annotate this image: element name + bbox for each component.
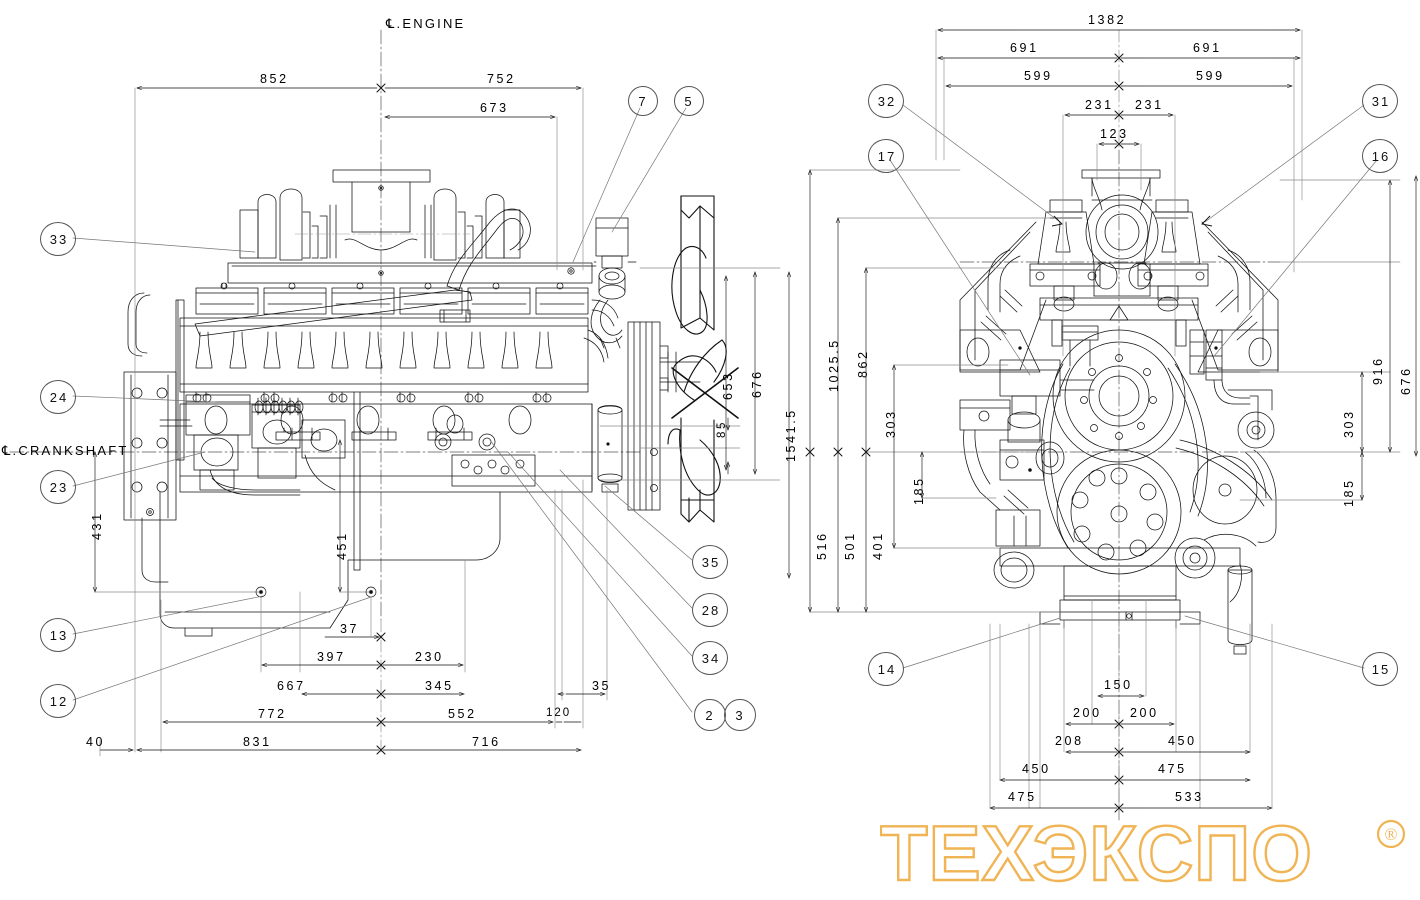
callout-label: 24 [49, 389, 69, 405]
callout-label: 34 [701, 650, 721, 666]
callout-12[interactable]: 12 [40, 684, 76, 718]
callout-16[interactable]: 16 [1362, 139, 1398, 173]
callout-31[interactable]: 31 [1362, 84, 1398, 118]
dim-185-left: 185 [912, 476, 926, 505]
dim-501: 501 [843, 531, 857, 560]
watermark-logo: ТЕХЭКСПО ® [880, 818, 1410, 894]
dim-431: 431 [90, 511, 104, 540]
callout-label: 23 [49, 479, 69, 495]
callout-label: 2 [705, 707, 715, 723]
dim-772: 772 [258, 707, 287, 721]
dim-150: 150 [1104, 678, 1133, 692]
dim-200-right: 200 [1130, 706, 1159, 720]
dim-716: 716 [472, 735, 501, 749]
dim-230: 230 [415, 650, 444, 664]
engine-centerline-label: ℄.ENGINE [386, 16, 466, 31]
dim-599-right: 599 [1196, 69, 1225, 83]
callout-label: 3 [735, 707, 745, 723]
callout-label: 12 [49, 693, 69, 709]
dim-401: 401 [871, 531, 885, 560]
dim-303-left: 303 [884, 409, 898, 438]
dim-397: 397 [317, 650, 346, 664]
callout-label: 33 [49, 231, 69, 247]
dim-852: 852 [260, 72, 289, 86]
right-view-dimensions [805, 30, 1416, 813]
dim-862: 862 [856, 349, 870, 378]
callout-label: 13 [49, 627, 69, 643]
callout-leaders [72, 104, 1378, 713]
callout-13[interactable]: 13 [40, 618, 76, 652]
dim-916: 916 [1371, 356, 1385, 385]
dim-691-right: 691 [1193, 41, 1222, 55]
dim-676-right: 676 [1399, 366, 1413, 395]
crankshaft-centerline-label: ℄.CRANKSHAFT [2, 443, 129, 458]
dim-676-left: 676 [750, 369, 764, 398]
dim-1025-5: 1025.5 [827, 338, 841, 392]
dim-35-left: 35 [592, 679, 612, 693]
dim-123: 123 [1100, 127, 1129, 141]
dim-345: 345 [425, 679, 454, 693]
dim-303-right: 303 [1342, 409, 1356, 438]
dim-120: 120 [546, 707, 572, 719]
callout-15[interactable]: 15 [1362, 652, 1398, 686]
dim-673: 673 [480, 101, 509, 115]
registered-mark-icon: ® [1376, 819, 1406, 849]
callout-3[interactable]: 3 [724, 699, 756, 731]
callout-34[interactable]: 34 [692, 641, 728, 675]
callout-23[interactable]: 23 [40, 470, 76, 504]
dim-37: 37 [340, 622, 360, 636]
callout-7[interactable]: 7 [628, 86, 658, 116]
callout-label: 31 [1371, 93, 1391, 109]
callout-5[interactable]: 5 [674, 86, 704, 116]
dim-85: 85 [716, 420, 728, 438]
dim-552: 552 [448, 707, 477, 721]
dim-653: 653 [721, 371, 735, 400]
callout-14[interactable]: 14 [868, 652, 904, 686]
dim-200-left: 200 [1073, 706, 1102, 720]
dim-475-left: 475 [1008, 790, 1037, 804]
callout-label: 32 [877, 93, 897, 109]
callout-label: 17 [877, 148, 897, 164]
dim-451: 451 [335, 531, 349, 560]
dim-831: 831 [243, 735, 272, 749]
callout-label: 14 [877, 661, 897, 677]
dim-185-right: 185 [1342, 478, 1356, 507]
callout-label: 15 [1371, 661, 1391, 677]
svg-text:®: ® [1385, 825, 1398, 844]
dim-516: 516 [815, 531, 829, 560]
dim-450-left: 450 [1022, 762, 1051, 776]
left-view-geometry [9, 29, 739, 637]
callout-label: 28 [701, 602, 721, 618]
callout-28[interactable]: 28 [692, 593, 728, 627]
callout-24[interactable]: 24 [40, 380, 76, 414]
callout-label: 16 [1371, 148, 1391, 164]
callout-17[interactable]: 17 [868, 139, 904, 173]
dim-599-left: 599 [1024, 69, 1053, 83]
callout-label: 35 [701, 554, 721, 570]
dim-475-right: 475 [1158, 762, 1187, 776]
dim-40: 40 [86, 735, 106, 749]
dim-1541-5: 1541.5 [784, 408, 798, 462]
dim-450-mid: 450 [1168, 734, 1197, 748]
dim-533: 533 [1175, 790, 1204, 804]
watermark-text: ТЕХЭКСПО [880, 818, 1313, 894]
dim-691-left: 691 [1010, 41, 1039, 55]
dim-208: 208 [1055, 734, 1084, 748]
dim-231-right: 231 [1135, 98, 1164, 112]
dim-667: 667 [277, 679, 306, 693]
callout-label: 5 [684, 93, 694, 109]
callout-33[interactable]: 33 [40, 222, 76, 256]
right-view-geometry [959, 149, 1281, 821]
callout-2[interactable]: 2 [694, 699, 726, 731]
dim-1382: 1382 [1088, 13, 1127, 27]
callout-label: 7 [638, 93, 648, 109]
dim-231-left: 231 [1085, 98, 1114, 112]
callout-32[interactable]: 32 [868, 84, 904, 118]
dim-752: 752 [487, 72, 516, 86]
callout-35[interactable]: 35 [692, 545, 728, 579]
